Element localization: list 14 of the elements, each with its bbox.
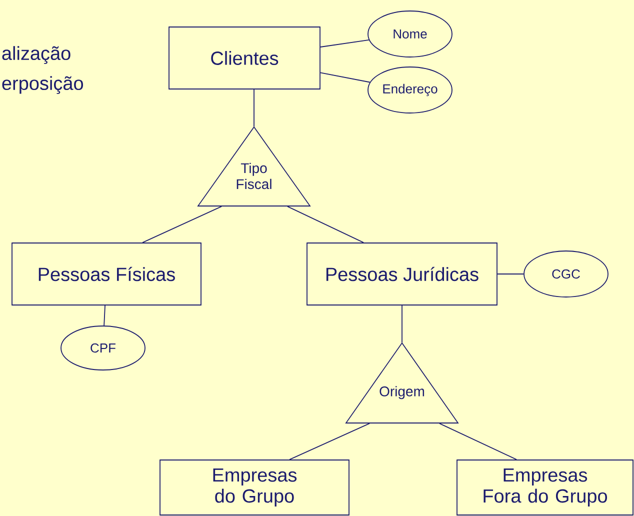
- connector-line: [104, 305, 106, 326]
- connector-line: [320, 72, 370, 83]
- entity-box: Clientes: [168, 26, 320, 90]
- connector-line: [320, 40, 370, 48]
- heading-text: alização: [2, 46, 70, 64]
- entity-box: Pessoas Físicas: [12, 242, 202, 306]
- connector-line: [289, 423, 370, 460]
- connector-line: [142, 206, 222, 243]
- entity-box: Empresas Fora do Grupo: [456, 460, 634, 516]
- connector-line: [287, 206, 364, 243]
- connector-line: [439, 423, 517, 460]
- entity-box: Pessoas Jurídicas: [306, 242, 498, 306]
- entity-box: Empresas do Grupo: [160, 460, 350, 516]
- heading-text: erposição: [2, 76, 84, 94]
